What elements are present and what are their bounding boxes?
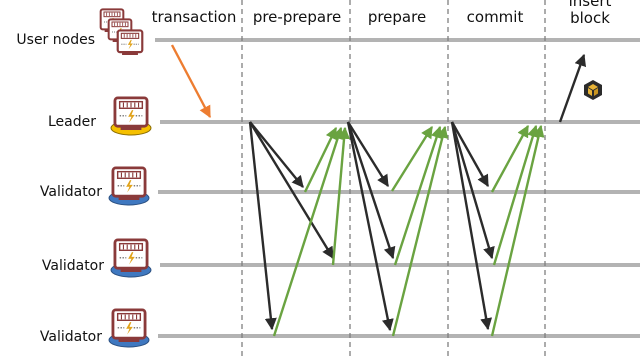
message-arrow — [303, 126, 338, 193]
message-arrow — [248, 121, 277, 331]
message-arrow — [391, 125, 449, 337]
message-arrow — [450, 121, 493, 331]
block-icon — [584, 80, 602, 100]
phase-insert: insert — [569, 0, 612, 10]
user-nodes-icon — [99, 8, 144, 55]
node-label-validator-3: Validator — [40, 329, 102, 345]
validator-3-meter-icon — [108, 308, 150, 348]
message-arrow — [490, 124, 545, 337]
message-arrow — [249, 121, 304, 188]
validator-2-meter-icon — [110, 238, 152, 278]
phase-pre-prepare: pre-prepare — [253, 8, 341, 26]
node-label-user: User nodes — [16, 32, 95, 48]
message-arrow — [346, 121, 396, 260]
message-arrow — [450, 121, 490, 188]
message-arrow — [248, 121, 335, 260]
phase-commit: commit — [467, 8, 524, 26]
message-arrow — [558, 53, 587, 123]
message-arrow — [346, 121, 394, 332]
phase-block: block — [570, 9, 610, 27]
message-arrow — [490, 124, 530, 193]
message-arrow — [492, 124, 539, 266]
message-arrow — [393, 125, 443, 266]
node-label-validator-2: Validator — [42, 258, 104, 274]
phase-prepare: prepare — [368, 8, 426, 26]
node-label-validator-1: Validator — [40, 184, 102, 200]
message-arrow — [390, 125, 434, 192]
leader-meter-icon — [110, 96, 152, 136]
message-arrow — [272, 126, 344, 337]
node-label-leader: Leader — [48, 114, 96, 130]
message-arrow — [170, 44, 212, 119]
message-arrow — [346, 121, 390, 188]
phase-transaction: transaction — [152, 8, 237, 26]
validator-1-meter-icon — [108, 166, 150, 206]
message-arrow — [331, 126, 351, 266]
message-arrow — [450, 121, 495, 260]
